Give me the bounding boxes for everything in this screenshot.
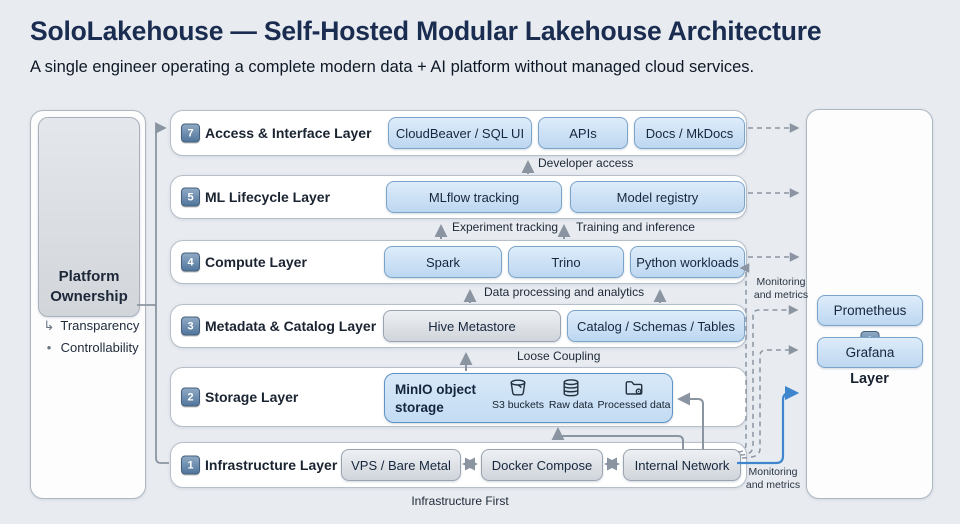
- platform-ownership-label: Platform Ownership: [50, 268, 128, 305]
- layer-compute: 4 Compute Layer Spark Trino Python workl…: [170, 240, 747, 284]
- chip-grafana: Grafana: [817, 337, 923, 368]
- bullet-controllability: • Controllability: [41, 340, 139, 355]
- layer-access-interface: 7 Access & Interface Layer CloudBeaver /…: [170, 110, 747, 156]
- chip-cloudbeaver-sql-ui: CloudBeaver / SQL UI: [388, 117, 532, 149]
- chip-hive-metastore: Hive Metastore: [383, 310, 561, 342]
- elbow-arrow-icon: ↳: [43, 318, 55, 333]
- label-experiment-tracking: Experiment tracking: [452, 220, 559, 234]
- minio-title: MinIO object storage: [395, 382, 476, 416]
- layer-7-label: Access & Interface Layer: [205, 125, 372, 141]
- layer-3-badge: 3: [181, 316, 200, 336]
- dot-bullet-icon: •: [46, 340, 52, 355]
- database-icon: [561, 378, 581, 398]
- label-developer-access: Developer access: [538, 156, 634, 170]
- label-training-inference: Training and inference: [576, 220, 695, 234]
- layer-5-badge: 5: [181, 187, 200, 207]
- connector-ownership-to-infra: [155, 305, 169, 464]
- arrow-ownership-to-access: [155, 122, 167, 305]
- label-monitoring-metrics-bottom: Monitoring and metrics: [745, 466, 801, 492]
- chip-python-workloads: Python workloads: [630, 246, 745, 278]
- chip-trino: Trino: [508, 246, 624, 278]
- chip-vps-bare-metal: VPS / Bare Metal: [341, 449, 461, 481]
- folder-gear-icon: [624, 378, 644, 398]
- chip-docker-compose: Docker Compose: [481, 449, 603, 481]
- storage-item-label: S3 buckets: [492, 399, 544, 411]
- platform-ownership-box: Platform Ownership: [38, 117, 140, 317]
- label-data-processing: Data processing and analytics: [484, 285, 645, 299]
- chip-apis: APIs: [538, 117, 628, 149]
- observability-panel: 6 Observability Layer Prometheus Grafana: [806, 109, 933, 499]
- layer-infrastructure: 1 Infrastructure Layer VPS / Bare Metal …: [170, 442, 747, 488]
- layer-2-badge: 2: [181, 387, 200, 407]
- storage-item-label: Processed data: [597, 399, 671, 411]
- bullet-transparency-label: Transparency: [60, 318, 140, 333]
- page-title: SoloLakehouse — Self-Hosted Modular Lake…: [30, 16, 822, 46]
- chip-catalog-schemas-tables: Catalog / Schemas / Tables: [567, 310, 745, 342]
- label-loose-coupling: Loose Coupling: [517, 349, 601, 363]
- storage-item-processed-data: Processed data: [596, 378, 672, 411]
- chip-prometheus: Prometheus: [817, 295, 923, 326]
- layer-4-label: Compute Layer: [205, 254, 307, 270]
- layer-1-badge: 1: [181, 455, 200, 475]
- layer-4-badge: 4: [181, 252, 200, 272]
- bucket-icon: [508, 378, 528, 398]
- layer-storage: 2 Storage Layer MinIO object storage S3 …: [170, 367, 747, 427]
- dashed-to-grafana: [741, 345, 799, 459]
- layer-7-badge: 7: [181, 123, 200, 143]
- chip-model-registry: Model registry: [570, 181, 745, 213]
- layer-metadata-catalog: 3 Metadata & Catalog Layer Hive Metastor…: [170, 304, 747, 348]
- storage-item-raw-data: Raw data: [545, 378, 597, 411]
- layer-1-label: Infrastructure Layer: [205, 457, 338, 473]
- platform-ownership-panel: Platform Ownership ↳ Transparency • Cont…: [30, 110, 146, 499]
- chip-mlflow-tracking: MLflow tracking: [386, 181, 562, 213]
- storage-item-label: Raw data: [548, 399, 594, 411]
- page-subtitle: A single engineer operating a complete m…: [30, 58, 755, 76]
- chip-spark: Spark: [384, 246, 502, 278]
- label-monitoring-metrics-top: Monitoring and metrics: [753, 276, 809, 302]
- layer-ml-lifecycle: 5 ML Lifecycle Layer MLflow tracking Mod…: [170, 175, 747, 219]
- bullet-transparency: ↳ Transparency: [41, 318, 140, 334]
- minio-object-storage-box: MinIO object storage S3 buckets: [384, 373, 673, 423]
- layer-5-label: ML Lifecycle Layer: [205, 189, 331, 205]
- layer-2-label: Storage Layer: [205, 389, 299, 405]
- chip-docs-mkdocs: Docs / MkDocs: [634, 117, 745, 149]
- layer-3-label: Metadata & Catalog Layer: [205, 318, 377, 334]
- bullet-controllability-label: Controllability: [60, 340, 139, 355]
- dashed-to-prometheus: [739, 305, 799, 456]
- label-infrastructure-first: Infrastructure First: [411, 494, 509, 508]
- storage-item-s3-buckets: S3 buckets: [489, 378, 547, 411]
- chip-internal-network: Internal Network: [623, 449, 741, 481]
